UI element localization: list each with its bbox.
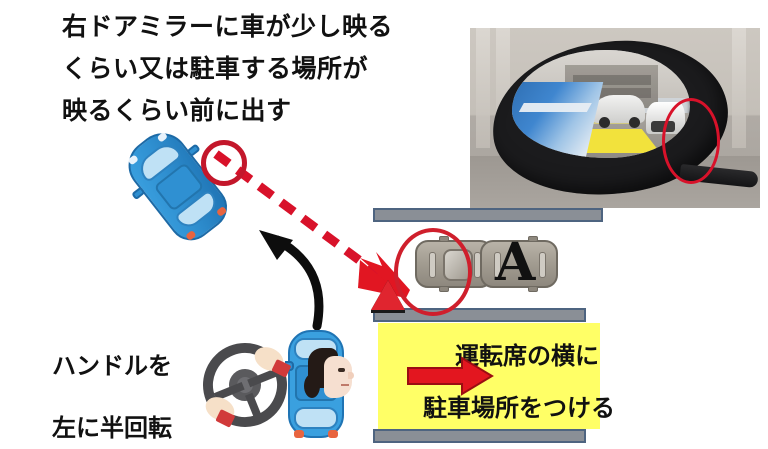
dashed-arrow-shaft: [213, 150, 389, 284]
parking-line-top: [373, 208, 603, 222]
photo-wall-column: [732, 28, 746, 148]
photo-wall-column: [476, 28, 490, 148]
steering-wheel-spoke: [247, 368, 279, 388]
left-instruction-line-1: ハンドルを: [52, 352, 172, 380]
mirror-highlight-circle-icon: [662, 98, 720, 184]
headline-line-3: 映るくらい前に出す: [62, 96, 292, 125]
left-instruction-text: ハンドルを 左に半回転: [52, 335, 172, 449]
steering-wheel-spoke: [245, 392, 263, 420]
yellow-panel-text: 運転席の横に 駐車場所をつける: [423, 330, 768, 434]
car-taillight: [328, 430, 338, 438]
curve-arrow-shaft: [272, 235, 324, 330]
car-mirror-left: [528, 236, 538, 242]
parked-car-topdown: [480, 236, 558, 292]
car-headlight: [156, 131, 169, 143]
headline-text: 右ドアミラーに車が少し映る くらい又は駐車する場所が 映るくらい前に出す: [62, 6, 462, 132]
driver-eye: [338, 368, 345, 372]
reverse-path-curve-arrow-icon: [259, 230, 324, 330]
target-space-label: A: [495, 232, 536, 293]
steering-wheel-spoke: [213, 382, 245, 401]
driver-ponytail: [304, 374, 320, 398]
driver-head: [324, 356, 352, 398]
headline-line-1: 右ドアミラーに車が少し映る: [62, 12, 394, 41]
car-headlight: [127, 154, 139, 166]
mirror-highlight-circle-icon: [201, 140, 247, 186]
reflection-own-car-highlight: [518, 103, 593, 113]
car-rear-window: [294, 407, 338, 429]
driver-nose: [348, 372, 354, 379]
steering-wheel-icon: [203, 343, 291, 428]
driver-mouth: [341, 384, 349, 386]
driver-hand-lower: [205, 397, 235, 428]
curve-arrow-head: [259, 230, 293, 260]
mirror-glass: [512, 50, 690, 158]
reflection-wheel: [629, 117, 641, 129]
driver-hand-upper: [254, 347, 291, 378]
driver-face-icon: [304, 348, 354, 402]
reflection-white-car: [592, 95, 646, 129]
car-taillight: [185, 229, 197, 241]
right-door-mirror-photo: [470, 28, 760, 208]
left-instruction-line-2: 左に半回転: [52, 414, 172, 442]
car-taillight: [294, 430, 304, 438]
parking-line-bottom: [373, 429, 586, 443]
block-arrow-shape: [407, 356, 494, 396]
direction-block-arrow-icon: [407, 356, 494, 396]
car-mirror-right: [528, 286, 538, 292]
yellow-panel-line-1: 運転席の横に: [455, 342, 599, 370]
reflection-wheel: [598, 117, 610, 129]
highlight-circle-icon: [394, 228, 472, 316]
car-rear-window: [539, 252, 546, 278]
headline-line-2: くらい又は駐車する場所が: [62, 54, 369, 83]
yellow-panel-line-2: 駐車場所をつける: [423, 394, 615, 422]
car-windshield: [494, 252, 501, 278]
